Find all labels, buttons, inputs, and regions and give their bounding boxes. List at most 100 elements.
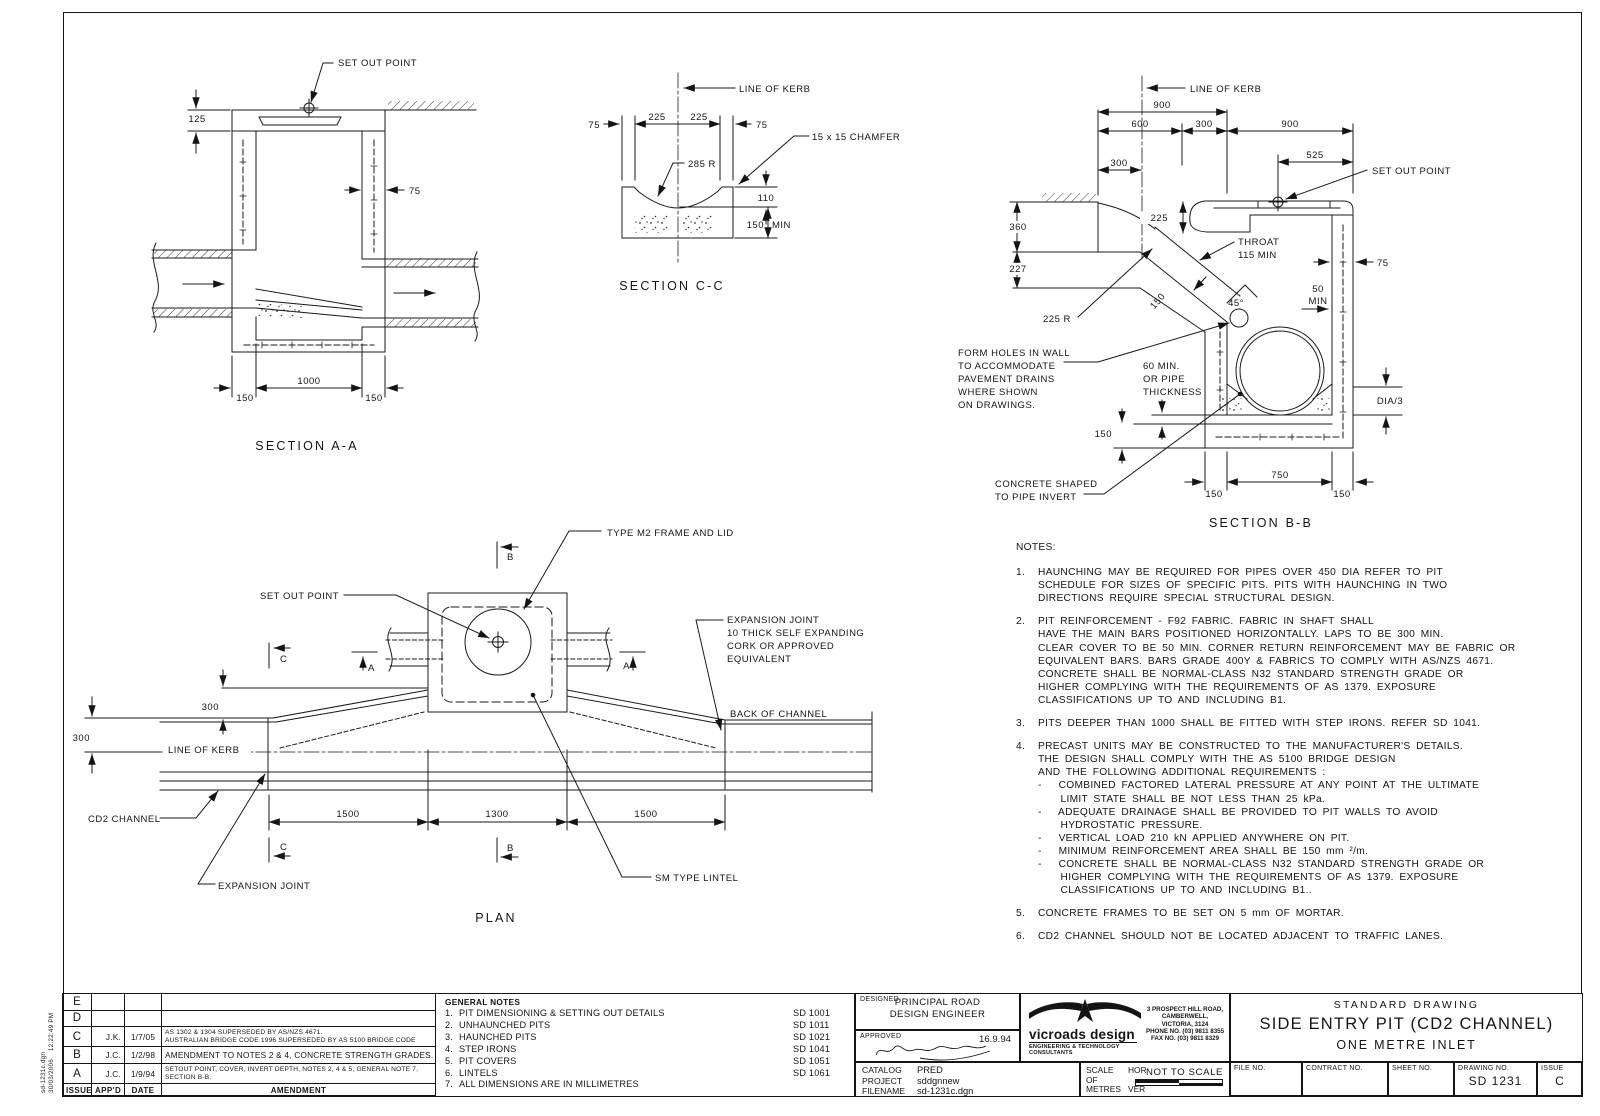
scale-word: SCALE <box>1086 1065 1114 1075</box>
annotation: 225 R <box>1043 314 1071 325</box>
approved-label: APPROVED <box>860 1033 902 1040</box>
gn-sd-ref: SD 1051 <box>793 1055 831 1066</box>
dim-label: 150 <box>365 393 382 404</box>
col-header-date: DATE <box>124 1083 162 1097</box>
table-row: B J.C. 1/2/98 AMENDMENT TO NOTES 2 & 4, … <box>62 1046 436 1064</box>
col-header-issue: ISSUE <box>62 1083 92 1097</box>
leader-dot <box>1237 391 1243 397</box>
plan-view: TYPE M2 FRAME AND LID SET OUT POINT EXPA… <box>73 528 873 925</box>
annotation: CD2 CHANNEL <box>88 814 161 825</box>
leader-line <box>1063 322 1230 363</box>
annotation: SET OUT POINT <box>1372 166 1451 177</box>
leader-line <box>695 619 724 731</box>
dim-arrow <box>1193 276 1207 291</box>
logo-box: vicroads design ENGINEERING & TECHNOLOGY… <box>1020 993 1230 1062</box>
dim-label: 300 <box>1195 119 1212 130</box>
note-text: PRECAST UNITS MAY BE CONSTRUCTED TO THE … <box>1038 741 1485 897</box>
revision-date: 1/7/05 <box>124 1026 162 1048</box>
view-title: SECTION B-B <box>1209 516 1313 530</box>
revision-table: E D C J.K. 1/7/05 AS 1302 & 1304 SUPERSE… <box>62 993 436 1097</box>
file-no-cell: FILE NO. <box>1230 1062 1302 1097</box>
note-item: 1. HAUNCHING MAY BE REQUIRED FOR PIPES O… <box>1016 566 1528 605</box>
leader-line <box>310 62 334 103</box>
revision-issue: A <box>62 1062 92 1085</box>
revision-issue: E <box>62 993 92 1011</box>
pipe-inner <box>1239 330 1321 412</box>
project-label: PROJECT <box>862 1075 903 1086</box>
dim-label: 225 <box>1151 213 1168 224</box>
dim-label: 1000 <box>297 376 320 387</box>
annotation: OR PIPE <box>1143 374 1185 385</box>
dim-label: 75 <box>1377 258 1389 269</box>
dim-label: MIN <box>772 220 791 231</box>
leader-dot <box>530 692 536 698</box>
dim-label: 45° <box>1228 298 1244 309</box>
label-mask <box>1002 221 1034 233</box>
dim-label: 150 <box>1333 489 1350 500</box>
dim-label: 1300 <box>485 809 508 820</box>
annotation: 115 MIN <box>1238 250 1277 261</box>
drawing-title-box: STANDARD DRAWING SIDE ENTRY PIT (CD2 CHA… <box>1230 993 1583 1062</box>
table-row: E <box>62 993 436 1011</box>
pavement-drain-hole <box>1229 308 1249 328</box>
annotation: SM TYPE LINTEL <box>655 873 738 884</box>
reinforcement-ticks <box>239 161 378 349</box>
pipe-break-symbol <box>605 627 611 672</box>
logo-address: 3 PROSPECT HILL ROAD, CAMBERWELL, VICTOR… <box>1145 1006 1225 1043</box>
revision-issue: B <box>62 1046 92 1064</box>
annotation: THICKNESS <box>1143 387 1202 398</box>
scale-metres: METRES <box>1086 1084 1121 1095</box>
dim-label: 75 <box>409 186 421 197</box>
hidden-lines <box>279 639 717 749</box>
bb-linework <box>1009 109 1403 491</box>
col-header-amendment: AMENDMENT <box>161 1083 436 1097</box>
section-aa-view: SET OUT POINT 125 75 1000 150 150 SECTIO… <box>151 58 480 453</box>
dim-label: DIA/3 <box>1377 396 1403 407</box>
revision-appd <box>91 1009 125 1028</box>
gn-sd-ref <box>793 1079 845 1091</box>
table-row: C J.K. 1/7/05 AS 1302 & 1304 SUPERSEDED … <box>62 1026 436 1048</box>
view-title: SECTION A-A <box>255 439 358 453</box>
notes-header: NOTES: <box>1016 542 1056 553</box>
label-mask <box>1002 263 1034 275</box>
annotation: WHERE SHOWN <box>958 387 1038 398</box>
label-mask <box>1370 395 1410 407</box>
gn-text: UNHAUNCHED PITS <box>459 1019 551 1030</box>
annotation: EQUIVALENT <box>727 654 791 665</box>
dim-label: 900 <box>1281 119 1298 130</box>
note-number: 1. <box>1016 567 1026 579</box>
annotation: EXPANSION JOINT <box>727 615 819 626</box>
dim-label: 150 <box>236 393 253 404</box>
revision-issue: C <box>62 1026 92 1048</box>
dim-label: 1500 <box>336 809 359 820</box>
designed-label: DESIGNED <box>860 996 899 1003</box>
designed-box: DESIGNED PRINCIPAL ROAD DESIGN ENGINEER <box>855 993 1020 1030</box>
revision-date <box>124 993 162 1011</box>
note-number: 3. <box>1016 718 1026 730</box>
dim-label: 125 <box>188 114 205 125</box>
annotation: TYPE M2 FRAME AND LID <box>607 528 734 539</box>
contract-no-label: CONTRACT NO. <box>1306 1065 1363 1072</box>
leader-line <box>1285 169 1368 200</box>
page-title: SIDE ENTRY PIT (CD2 CHANNEL) <box>1259 1015 1554 1033</box>
cc-linework <box>621 115 778 239</box>
table-row: D <box>62 1009 436 1028</box>
section-bb-view: LINE OF KERB 900 600 300 900 300 525 SET… <box>958 75 1451 530</box>
filename-label: FILENAME <box>862 1086 905 1096</box>
pipe-wall-hatch <box>387 319 476 327</box>
set-out-point-cross <box>487 631 509 653</box>
dim-label: 300 <box>73 733 90 744</box>
note-item: 2. PIT REINFORCEMENT - F92 FABRIC. FABRI… <box>1016 615 1528 707</box>
notes-block: NOTES: 1. HAUNCHING MAY BE REQUIRED FOR … <box>1016 541 1528 953</box>
dim-label: 225 <box>690 112 707 123</box>
dim-label: 525 <box>1306 150 1323 161</box>
section-marker-label: B <box>507 843 514 854</box>
revision-appd <box>91 993 125 1011</box>
leader-line <box>1083 393 1241 495</box>
dim-label: MIN <box>1309 296 1328 307</box>
gn-number: 3. <box>445 1031 454 1042</box>
gn-sd-ref: SD 1041 <box>793 1043 831 1054</box>
